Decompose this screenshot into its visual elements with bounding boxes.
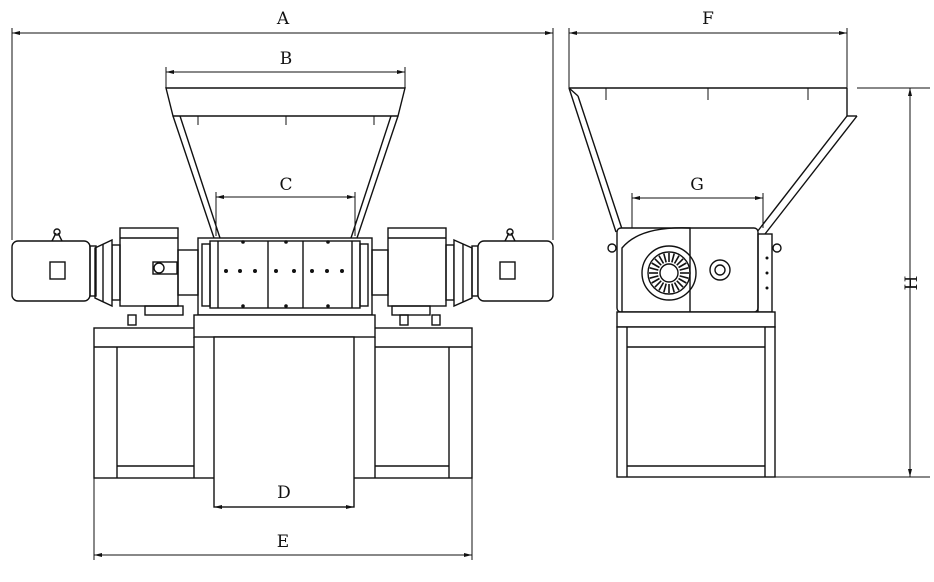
rotor-tooth (673, 282, 680, 291)
dimension-label-d: D (277, 483, 291, 503)
side-chamber-body (607, 227, 782, 326)
rotor-tooth (654, 280, 662, 288)
rotor-tooth (676, 280, 684, 288)
side-base-frame (616, 311, 776, 478)
left-motor (11, 228, 97, 302)
rotor-teeth (649, 253, 689, 293)
left-coupling (94, 238, 113, 308)
front-hopper (165, 87, 406, 239)
dimension-label-f: F (702, 9, 714, 29)
left-gearbox (111, 227, 199, 316)
rotor-tooth (671, 253, 675, 263)
rotor-tooth (679, 267, 689, 271)
dimension-f: F (568, 9, 848, 88)
rotor-tooth (658, 282, 665, 291)
dimension-a: A (11, 9, 554, 240)
dimension-label-b: B (280, 49, 293, 69)
right-coupling (453, 238, 473, 308)
dimension-label-g: G (690, 175, 704, 195)
rotor-tooth (649, 275, 659, 279)
side-view: F G (568, 9, 930, 478)
dimension-b: B (165, 49, 406, 88)
dimension-d: D (214, 483, 354, 509)
dimension-label-h: H (902, 276, 922, 291)
dimension-h: H (775, 87, 930, 478)
dimension-label-a: A (276, 9, 290, 29)
rotor-tooth (671, 283, 675, 293)
rotor-tooth (676, 258, 684, 266)
rotor-tooth (658, 255, 665, 264)
rotor-tooth (678, 262, 687, 269)
rotor-tooth (651, 277, 660, 284)
rotor-tooth (654, 258, 662, 266)
right-gearbox (371, 227, 455, 316)
dimension-e: E (93, 478, 473, 560)
rotor-tooth (679, 275, 689, 279)
rotor-tooth (651, 262, 660, 269)
rotor-tooth (663, 283, 667, 293)
rotor-tooth (673, 255, 680, 264)
dimension-c: C (215, 175, 356, 236)
right-motor (471, 228, 554, 302)
front-view: A B C (11, 9, 554, 560)
rotor-tooth (649, 267, 659, 271)
dimension-label-c: C (279, 175, 292, 195)
side-hopper (568, 87, 858, 235)
dimension-label-e: E (277, 532, 289, 552)
front-mounting-bolts (127, 314, 441, 326)
rotor-tooth (678, 277, 687, 284)
front-base-frame (93, 314, 473, 508)
dimension-g: G (631, 175, 764, 228)
rotor-tooth (663, 253, 667, 263)
cutting-chamber (197, 237, 373, 316)
